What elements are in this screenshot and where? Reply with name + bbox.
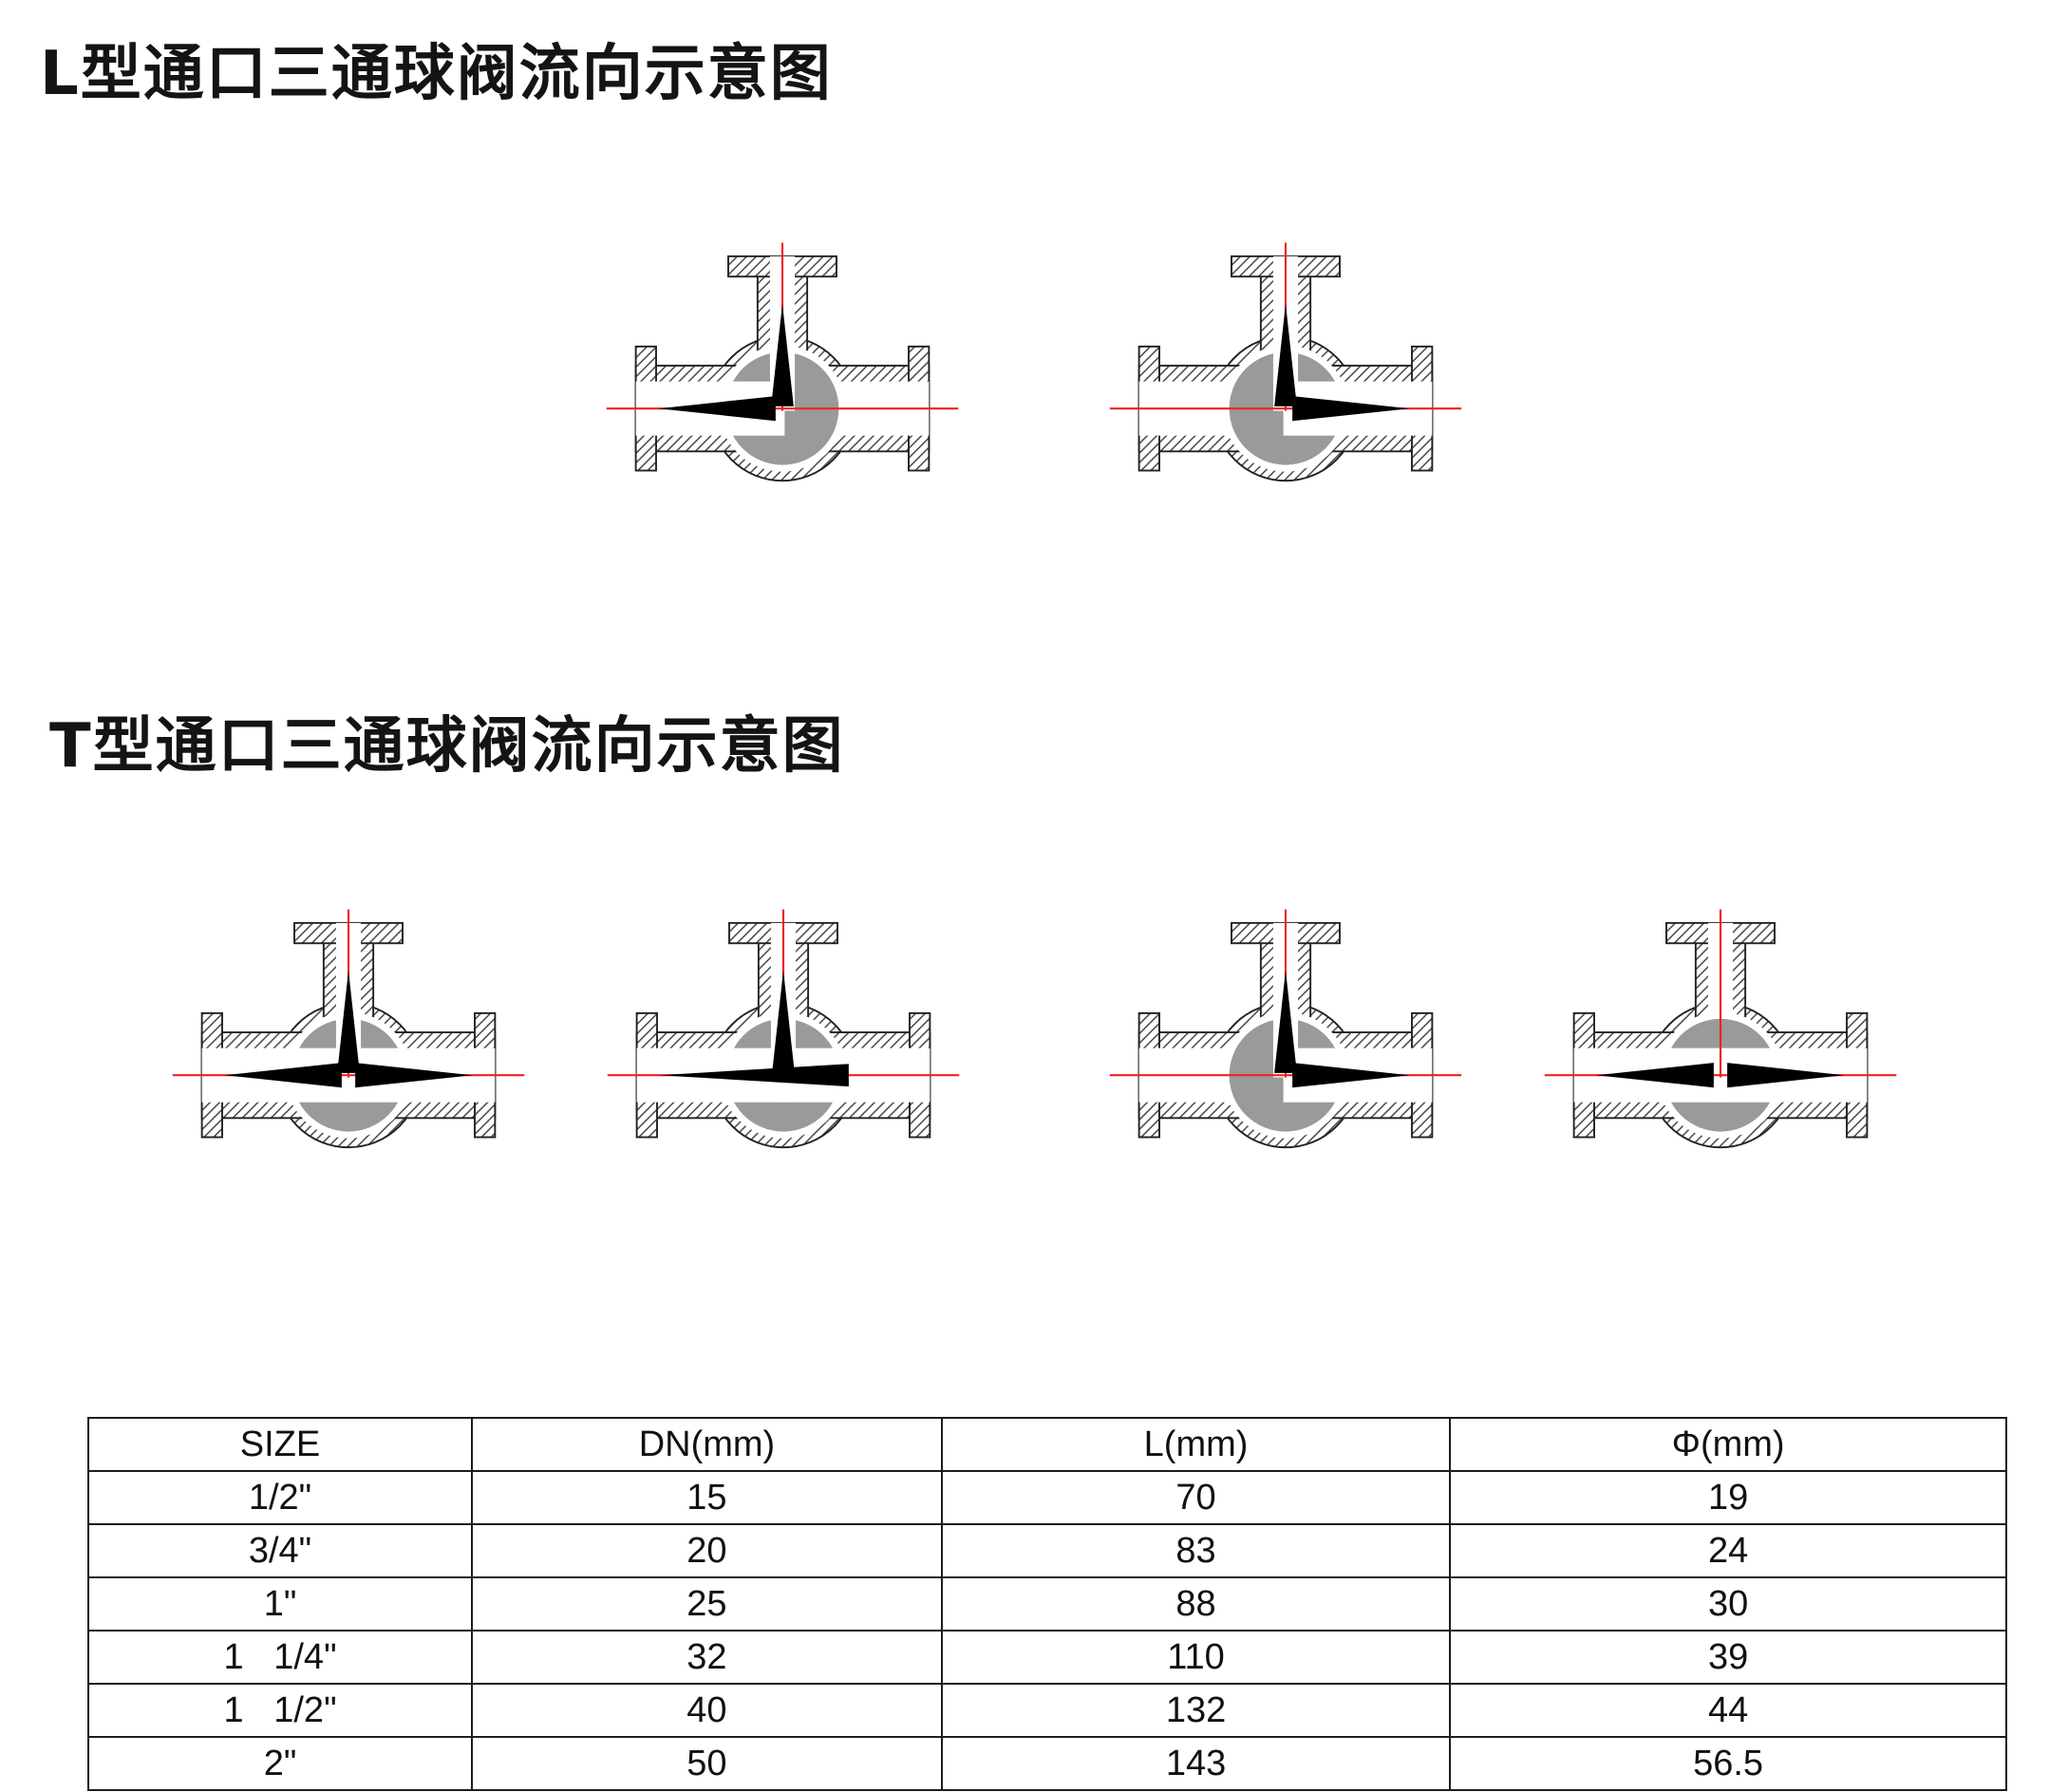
valve-cross-section-svg — [172, 909, 524, 1149]
table-cell: 110 — [940, 1630, 1452, 1685]
table-cell: 1" — [87, 1576, 473, 1632]
section-title-l-type: L型通口三通球阀流向示意图 — [40, 39, 833, 109]
table-cell: 44 — [1449, 1683, 2007, 1738]
table-cell: 70 — [940, 1470, 1452, 1525]
column-header: DN(mm) — [471, 1417, 943, 1472]
table-cell: 32 — [471, 1630, 943, 1685]
table-cell: 1 1/2" — [87, 1683, 473, 1738]
t-type-valve-row — [0, 900, 2068, 1194]
t-type-valve-diagram-4 — [1540, 900, 1901, 1194]
table-cell: 88 — [940, 1576, 1452, 1632]
table-cell: 19 — [1449, 1470, 2007, 1525]
table-cell: 39 — [1449, 1630, 2007, 1685]
column-header: L(mm) — [940, 1417, 1452, 1472]
table-cell: 83 — [940, 1523, 1452, 1578]
table-cell: 3/4" — [87, 1523, 473, 1578]
l-type-valve-row — [0, 234, 2068, 527]
table-cell: 24 — [1449, 1523, 2007, 1578]
t-type-valve-diagram-3 — [1105, 900, 1466, 1194]
column-header: Φ(mm) — [1449, 1417, 2007, 1472]
valve-cross-section-svg — [1109, 242, 1462, 482]
table-cell: 1/2" — [87, 1470, 473, 1525]
column-header: SIZE — [87, 1417, 473, 1472]
table-cell: 30 — [1449, 1576, 2007, 1632]
table-cell: 20 — [471, 1523, 943, 1578]
table-cell: 2" — [87, 1736, 473, 1791]
valve-cross-section-svg — [607, 909, 959, 1149]
valve-cross-section-svg — [606, 242, 959, 482]
table-cell: 25 — [471, 1576, 943, 1632]
table-cell: 50 — [471, 1736, 943, 1791]
section-title-t-type: T型通口三通球阀流向示意图 — [49, 711, 845, 782]
valve-cross-section-svg — [1544, 909, 1896, 1149]
t-type-valve-diagram-2 — [603, 900, 964, 1194]
table-cell: 1 1/4" — [87, 1630, 473, 1685]
valve-cross-section-svg — [1109, 909, 1461, 1149]
table-cell: 143 — [940, 1736, 1452, 1791]
t-type-valve-diagram-1 — [168, 900, 529, 1194]
l-type-valve-diagram-1 — [602, 234, 963, 527]
table-cell: 132 — [940, 1683, 1452, 1738]
l-type-valve-diagram-2 — [1105, 234, 1466, 527]
table-cell: 40 — [471, 1683, 943, 1738]
table-cell: 15 — [471, 1470, 943, 1525]
table-cell: 56.5 — [1449, 1736, 2007, 1791]
